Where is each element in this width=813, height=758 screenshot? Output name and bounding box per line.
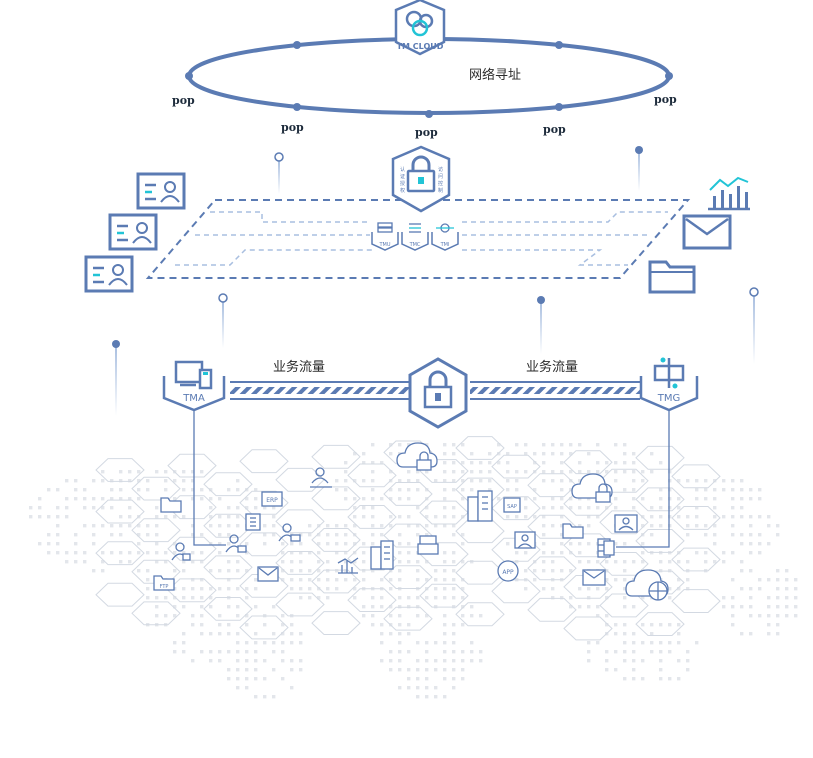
svg-text:授: 授 — [400, 180, 405, 187]
list-icon — [409, 223, 421, 233]
pop-node — [293, 41, 301, 49]
cloud-globe-icon — [625, 569, 669, 601]
auth-text: 认 证 授 权 访 问 控 制 — [400, 166, 443, 194]
folder-icon — [648, 260, 696, 294]
svg-text:制: 制 — [438, 187, 443, 194]
world-map-background — [29, 443, 798, 699]
mail-icon — [682, 214, 732, 250]
bar-chart-icon — [708, 176, 750, 211]
tma-label: TMA — [182, 393, 205, 404]
sap-icon: SAP — [503, 497, 521, 513]
pop-node — [555, 41, 563, 49]
gear-icon — [436, 223, 454, 233]
skyscraper-icon — [467, 490, 493, 522]
gateway-icon — [653, 357, 685, 389]
monitor-user-icon — [310, 467, 332, 488]
lock-icon — [406, 155, 436, 193]
svg-text:FTP: FTP — [160, 584, 169, 590]
module-label: TMI — [440, 242, 450, 248]
server-stack-icon — [377, 222, 393, 228]
traffic-label: 业务流量 — [526, 359, 578, 375]
module-label: TMC — [409, 242, 421, 248]
mail-icon — [257, 566, 279, 582]
pop-label: pop — [543, 123, 566, 136]
pop-node — [665, 72, 673, 80]
svg-text:权: 权 — [400, 187, 405, 194]
pop-label: pop — [654, 93, 677, 106]
photo-frame-icon — [514, 531, 536, 549]
folder-icon — [562, 523, 584, 539]
ftp-folder-icon: FTP — [153, 575, 175, 591]
svg-text:问: 问 — [438, 173, 443, 180]
svg-text:证: 证 — [400, 173, 405, 180]
tunnel-lock-shield — [408, 357, 468, 429]
erp-icon: ERP — [261, 491, 283, 507]
id-card-icon — [108, 213, 158, 251]
svg-text:访: 访 — [438, 166, 443, 173]
tm-cloud-label: TM CLOUD — [397, 42, 444, 51]
lock-icon — [423, 370, 453, 409]
svg-text:SAP: SAP — [507, 504, 517, 510]
pop-node — [185, 72, 193, 80]
mail-icon — [582, 569, 606, 586]
city-buildings-icon — [370, 540, 394, 570]
cloud-lock-icon — [571, 473, 613, 503]
module-tmi: TMI — [431, 223, 459, 251]
pop-node — [293, 103, 301, 111]
tma-node: TMA — [162, 360, 226, 412]
cloud-logo-icon — [405, 10, 434, 37]
building-icon — [245, 513, 261, 531]
app-circle-icon: APP — [497, 560, 519, 582]
traffic-label: 业务流量 — [273, 359, 325, 375]
tmg-label: TMG — [657, 393, 681, 404]
traffic-tunnel: 业务流量 业务流量 — [230, 359, 640, 400]
auth-shield: 认 证 授 权 访 问 控 制 — [391, 145, 451, 213]
user-laptop-icon — [278, 523, 301, 542]
folder-icon — [160, 497, 182, 513]
addressing-label: 网络寻址 — [469, 67, 521, 83]
id-card-icon — [84, 255, 134, 293]
chart-icon — [337, 557, 359, 574]
document-stack-icon — [417, 535, 439, 555]
tmg-node: TMG — [639, 357, 699, 412]
control-platform — [145, 199, 691, 279]
module-label: TMU — [378, 242, 390, 248]
svg-text:认: 认 — [400, 166, 405, 173]
pop-node — [555, 103, 563, 111]
resource-connectors — [193, 410, 670, 548]
pop-label: pop — [281, 121, 304, 134]
tm-cloud-badge: TM CLOUD — [394, 0, 446, 56]
pop-node — [425, 110, 433, 118]
id-card-icon — [136, 172, 186, 210]
module-tmc: TMC — [401, 223, 429, 251]
user-card-icon — [614, 514, 638, 533]
cloud-ring: pop pop pop pop pop 网络寻址 — [172, 37, 677, 139]
pop-label: pop — [172, 94, 195, 107]
svg-text:控: 控 — [438, 180, 443, 187]
laptop-user-icon — [225, 534, 247, 553]
svg-text:APP: APP — [502, 569, 514, 576]
module-tmu: TMU — [371, 222, 399, 251]
svg-text:ERP: ERP — [266, 497, 278, 504]
desktop-mobile-icon — [174, 360, 213, 390]
user-icon — [171, 542, 191, 561]
cloud-lock-icon — [396, 442, 438, 471]
server-icon — [597, 538, 615, 558]
connection-pins — [112, 146, 759, 416]
pop-label: pop — [415, 126, 438, 139]
